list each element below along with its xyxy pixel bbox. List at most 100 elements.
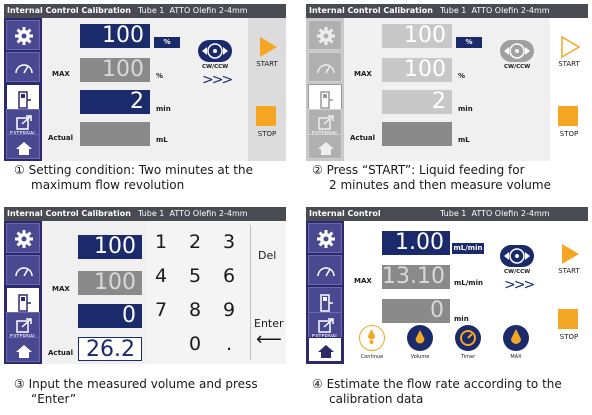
key-0[interactable]: 0 (188, 333, 202, 355)
actual-unit: mL (156, 136, 168, 144)
mode-volume-button[interactable]: Volume (402, 325, 438, 363)
key-8[interactable]: 8 (188, 299, 202, 321)
calibration-button[interactable] (6, 255, 40, 285)
start-button[interactable]: START (550, 239, 588, 275)
time-value[interactable]: 0 (382, 299, 450, 323)
time-value[interactable]: 0 (78, 304, 142, 328)
play-icon (561, 36, 580, 58)
main-area: 100 % MAX 100 % 2 min Actual mL CW/CCW >… (42, 18, 248, 161)
play-icon (562, 244, 579, 264)
start-button[interactable]: START (550, 32, 588, 68)
delete-key[interactable]: Del (258, 249, 277, 262)
control-column: START STOP (248, 18, 286, 161)
external-link-icon (318, 318, 334, 333)
flow-unit-button[interactable]: % (154, 37, 180, 48)
actual-unit: mL (458, 136, 470, 144)
sidebar: EXTERNAL (306, 18, 344, 161)
screen-title: Internal Control Calibration (309, 6, 433, 15)
sidebar: EXTERNAL (4, 18, 42, 161)
mode-continue-button[interactable]: Continue (354, 325, 390, 363)
mode-max-button[interactable]: MAX (498, 325, 534, 363)
external-link-icon (318, 115, 334, 130)
key-9[interactable]: 9 (222, 299, 236, 321)
direction-toggle[interactable] (198, 40, 232, 62)
home-icon (318, 345, 334, 358)
direction-toggle[interactable] (500, 245, 534, 267)
key-4[interactable]: 4 (154, 265, 168, 287)
stop-button[interactable]: STOP (550, 102, 588, 142)
stop-label: STOP (257, 130, 277, 138)
enter-arrow-icon: ⟵ (256, 329, 282, 350)
max-unit: % (156, 72, 164, 80)
home-button[interactable] (308, 134, 342, 159)
drops-icon (359, 325, 385, 351)
max-unit: % (458, 72, 466, 80)
mode-timer-button[interactable]: Timer (450, 325, 486, 363)
tubing-label: ATTO Olefin 2-4mm (471, 6, 550, 15)
start-label: START (558, 267, 580, 275)
gauge-icon (317, 267, 335, 277)
control-column: START STOP (550, 18, 588, 161)
calibration-button[interactable] (6, 52, 40, 82)
rotation-icon (504, 43, 530, 59)
max-value: 100 (78, 271, 142, 295)
key-2[interactable]: 2 (188, 231, 202, 253)
key-1[interactable]: 1 (154, 231, 168, 253)
time-unit: min (458, 105, 473, 113)
tubing-label: ATTO Olefin 2-4mm (169, 209, 248, 218)
home-button[interactable] (6, 337, 40, 362)
pump-icon (18, 294, 31, 312)
key-7[interactable]: 7 (154, 299, 168, 321)
numeric-keypad: 1 2 3 4 5 6 7 8 9 0 . Del Enter ⟵ (146, 221, 286, 364)
flow-unit-button[interactable]: % (456, 37, 482, 48)
direction-label: CW/CCW (202, 64, 229, 70)
title-bar: Internal Control Calibration Tube 1 ATTO… (4, 4, 286, 18)
direction-toggle[interactable] (500, 40, 534, 62)
tubing-label: ATTO Olefin 2-4mm (471, 209, 550, 218)
title-bar: Internal Control Tube 1 ATTO Olefin 2-4m… (306, 207, 588, 221)
flow-value[interactable]: 100 (78, 235, 142, 259)
key-6[interactable]: 6 (222, 265, 236, 287)
calibration-button[interactable] (308, 255, 342, 285)
max-value: 100 (382, 58, 452, 82)
flow-value[interactable]: 1.00 (382, 231, 450, 255)
tube-label: Tube 1 (138, 209, 165, 218)
max-value: 13.10 (382, 265, 450, 289)
stop-label: STOP (559, 333, 579, 341)
settings-button[interactable] (308, 223, 342, 253)
gear-icon (15, 230, 33, 248)
time-value[interactable]: 2 (382, 90, 452, 114)
stop-button[interactable]: STOP (248, 102, 286, 142)
home-button[interactable] (308, 337, 342, 362)
start-button[interactable]: START (248, 32, 286, 68)
actual-label: Actual (350, 134, 376, 142)
settings-button[interactable] (6, 20, 40, 50)
time-value[interactable]: 2 (80, 90, 150, 114)
stop-icon (558, 106, 578, 126)
mode-timer-label: Timer (460, 354, 476, 360)
settings-button[interactable] (6, 223, 40, 253)
actual-volume-input[interactable]: 26.2 (78, 337, 142, 362)
rotation-icon (202, 43, 228, 59)
main-area: 100 MAX 100 0 Actual 26.2 1 2 3 4 5 6 7 … (42, 221, 286, 364)
tube-label: Tube 1 (138, 6, 165, 15)
max-drop-icon (503, 325, 529, 351)
settings-button[interactable] (308, 20, 342, 50)
key-decimal[interactable]: . (225, 333, 233, 355)
rotation-icon (504, 248, 530, 264)
stop-icon (256, 106, 276, 126)
caption-step-3: ③ Input the measured volume and press “E… (14, 377, 258, 406)
key-5[interactable]: 5 (188, 265, 202, 287)
flow-value[interactable]: 100 (80, 24, 150, 48)
calibration-button[interactable] (308, 52, 342, 82)
external-link-icon (16, 318, 32, 333)
stop-button[interactable]: STOP (550, 305, 588, 345)
key-3[interactable]: 3 (222, 231, 236, 253)
home-button[interactable] (6, 134, 40, 159)
screen-title: Internal Control Calibration (7, 6, 131, 15)
panel-setting-condition: Internal Control Calibration Tube 1 ATTO… (4, 4, 286, 161)
flow-unit-button[interactable]: mL/min (452, 243, 484, 254)
enter-label: Enter (254, 317, 284, 330)
home-icon (16, 142, 32, 155)
flow-value[interactable]: 100 (382, 24, 452, 48)
